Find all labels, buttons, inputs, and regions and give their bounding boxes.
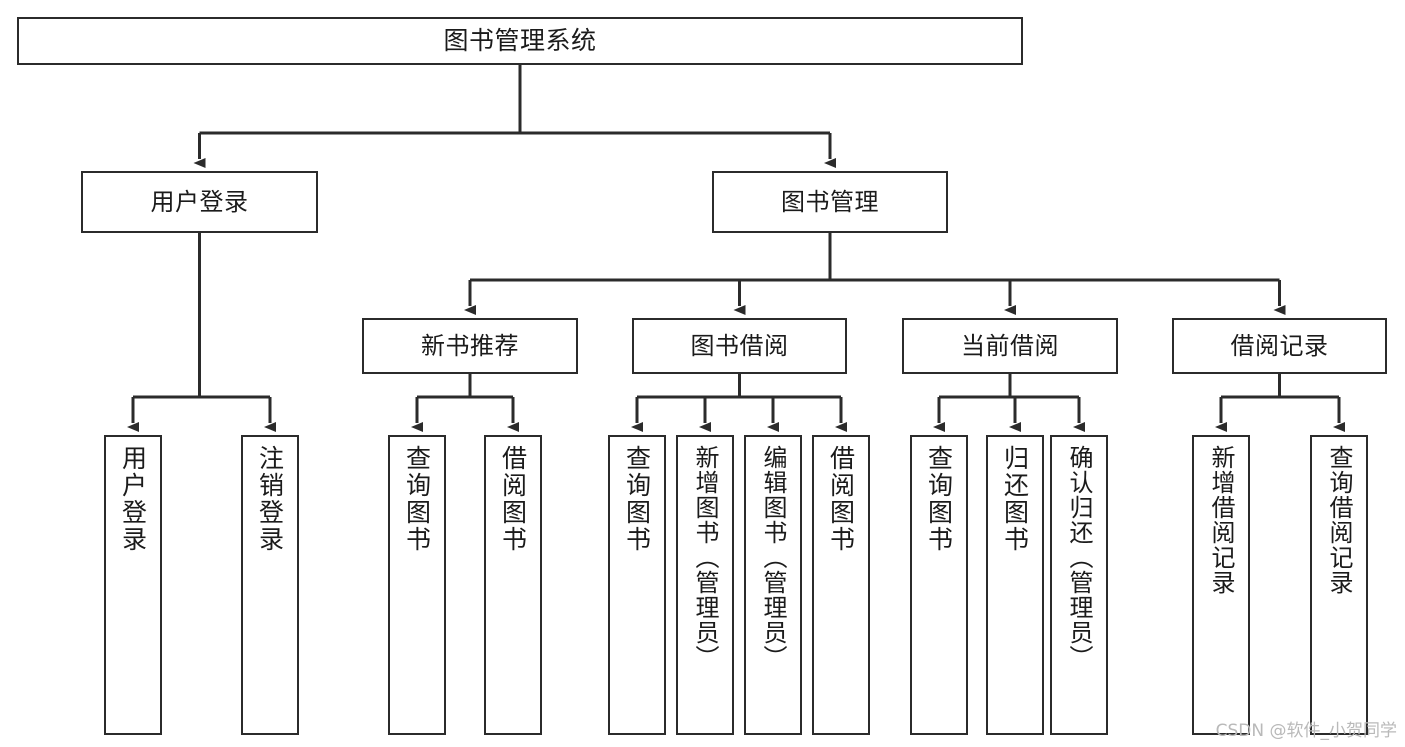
node-label: 编辑图书（管理员） (759, 445, 787, 670)
node-book-borrow[interactable]: 图书借阅 (632, 318, 847, 374)
node-leaf-query-book-1[interactable]: 查询图书 (388, 435, 446, 735)
node-book-manage[interactable]: 图书管理 (712, 171, 948, 233)
node-label: 归还图书 (1000, 445, 1030, 553)
node-leaf-query-record[interactable]: 查询借阅记录 (1310, 435, 1368, 735)
node-leaf-borrow-book-2[interactable]: 借阅图书 (812, 435, 870, 735)
node-label: 查询图书 (924, 445, 954, 553)
csdn-watermark: CSDN @软件_小贺同学 (1215, 721, 1397, 741)
node-leaf-query-book-3[interactable]: 查询图书 (910, 435, 968, 735)
node-label: 当前借阅 (961, 331, 1059, 360)
node-new-book-rec[interactable]: 新书推荐 (362, 318, 578, 374)
node-label: 新增图书（管理员） (691, 445, 719, 670)
node-label: 借阅图书 (826, 445, 856, 553)
node-label: 用户登录 (150, 187, 249, 216)
node-label: 图书借阅 (690, 331, 789, 360)
node-leaf-add-book[interactable]: 新增图书（管理员） (676, 435, 734, 735)
node-leaf-user-login[interactable]: 用户登录 (104, 435, 162, 735)
node-user-login[interactable]: 用户登录 (81, 171, 318, 233)
node-label: 用户登录 (118, 445, 148, 553)
node-leaf-borrow-book-1[interactable]: 借阅图书 (484, 435, 542, 735)
node-label: 查询图书 (622, 445, 652, 553)
node-label: 确认归还（管理员） (1065, 445, 1093, 670)
node-label: 查询借阅记录 (1325, 445, 1353, 595)
node-leaf-confirm-return[interactable]: 确认归还（管理员） (1050, 435, 1108, 735)
node-label: 图书管理系统 (443, 26, 597, 55)
node-label: 新增借阅记录 (1207, 445, 1235, 595)
node-label: 借阅记录 (1230, 331, 1329, 360)
node-label: 借阅图书 (498, 445, 528, 553)
node-borrow-record[interactable]: 借阅记录 (1172, 318, 1387, 374)
node-label: 图书管理 (781, 187, 879, 216)
node-label: 查询图书 (402, 445, 432, 553)
node-leaf-user-logout[interactable]: 注销登录 (241, 435, 299, 735)
node-label: 新书推荐 (421, 331, 519, 360)
node-label: 注销登录 (255, 445, 285, 553)
node-current-borrow[interactable]: 当前借阅 (902, 318, 1118, 374)
node-leaf-query-book-2[interactable]: 查询图书 (608, 435, 666, 735)
node-leaf-return-book[interactable]: 归还图书 (986, 435, 1044, 735)
node-root[interactable]: 图书管理系统 (17, 17, 1023, 65)
node-leaf-add-record[interactable]: 新增借阅记录 (1192, 435, 1250, 735)
node-leaf-edit-book[interactable]: 编辑图书（管理员） (744, 435, 802, 735)
